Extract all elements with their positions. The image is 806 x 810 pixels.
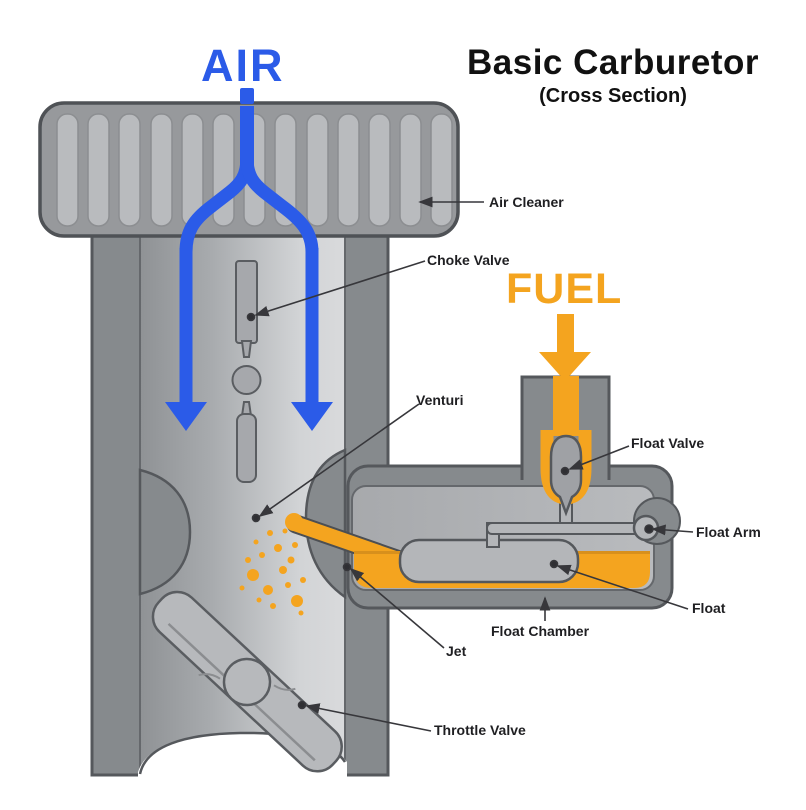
fuel-flow-arrow (539, 314, 591, 381)
label-float-arm: Float Arm (696, 524, 761, 540)
label-jet: Jet (446, 643, 467, 659)
label-venturi: Venturi (416, 392, 464, 408)
air-flow-arrows (165, 88, 333, 431)
diagram-subtitle: (Cross Section) (539, 84, 687, 107)
label-air-cleaner: Air Cleaner (489, 194, 564, 210)
label-throttle-valve: Throttle Valve (434, 722, 526, 738)
choke-valve (231, 260, 262, 483)
air-flow-label: AIR (201, 40, 285, 91)
label-choke-valve: Choke Valve (427, 252, 510, 268)
label-float-chamber: Float Chamber (491, 623, 590, 639)
label-pointer-lines (246, 196, 694, 732)
label-float-valve: Float Valve (631, 435, 705, 451)
label-float: Float (692, 600, 726, 616)
diagram-title: Basic Carburetor (467, 43, 759, 82)
title-block: Basic Carburetor (Cross Section) (447, 43, 779, 108)
throttle-valve (151, 590, 343, 773)
fuel-flow-label: FUEL (506, 265, 623, 313)
fuel-spray (239, 528, 306, 616)
